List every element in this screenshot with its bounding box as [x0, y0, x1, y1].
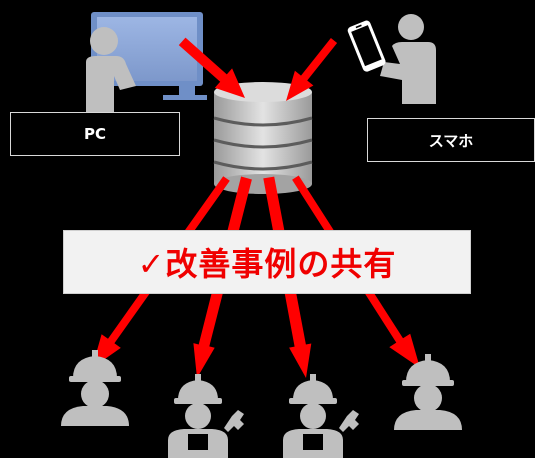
monitor-stand — [179, 86, 195, 96]
worker-with-wrench-icon — [283, 374, 359, 458]
phone-user-head — [398, 14, 424, 40]
banner-text: ✓改善事例の共有 — [137, 245, 397, 283]
pc-label-box: PC — [10, 112, 180, 156]
smartphone-user-icon — [347, 14, 436, 104]
worker-icon — [394, 354, 462, 430]
worker-with-wrench-icon — [168, 374, 244, 458]
pc-user-icon — [86, 12, 207, 112]
sharing-banner: ✓改善事例の共有 — [64, 231, 470, 293]
smartphone-label-box: スマホ — [367, 118, 535, 162]
pc-label: PC — [83, 125, 106, 143]
pc-user-body — [86, 56, 136, 112]
smartphone-label: スマホ — [428, 131, 474, 150]
worker-icon — [61, 350, 129, 426]
database-icon — [213, 82, 313, 194]
monitor-base — [163, 95, 207, 100]
arrow-phone-to-db — [286, 38, 338, 101]
pc-user-head — [90, 27, 118, 55]
phone-user-body — [380, 42, 436, 104]
smartphone-icon — [347, 20, 386, 72]
arrow-pc-to-db — [178, 37, 245, 98]
